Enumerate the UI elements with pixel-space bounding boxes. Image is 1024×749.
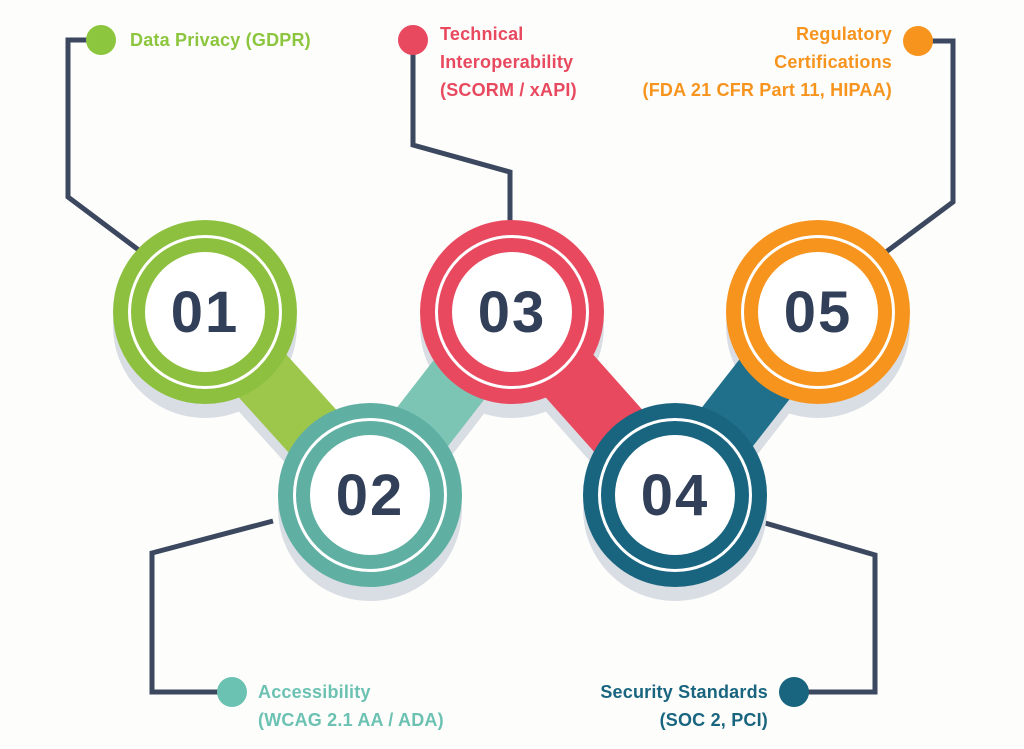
label-data-privacy: Data Privacy (GDPR) xyxy=(130,26,311,54)
legend-dot-regulatory-certifications xyxy=(903,26,933,56)
connector-data-privacy xyxy=(65,37,142,253)
circle-white-ring-04 xyxy=(598,418,752,572)
circle-ring-01: 01 xyxy=(113,220,297,404)
legend-dot-accessibility xyxy=(217,677,247,707)
step-circle-03: 03 xyxy=(420,220,604,404)
label-line: Certifications xyxy=(774,52,892,72)
step-circle-05: 05 xyxy=(726,220,910,404)
step-circle-01: 01 xyxy=(113,220,297,404)
connector-security-standards xyxy=(757,518,878,695)
circle-center-02: 02 xyxy=(310,435,430,555)
label-line: (SCORM / xAPI) xyxy=(440,80,577,100)
label-line: Regulatory xyxy=(795,24,892,44)
circle-white-ring-01 xyxy=(128,235,282,389)
circle-ring-05: 05 xyxy=(726,220,910,404)
circle-center-04: 04 xyxy=(615,435,735,555)
circle-ring-02: 02 xyxy=(278,403,462,587)
step-number-01: 01 xyxy=(170,279,240,345)
label-technical-interoperability: Technical Interoperability (SCORM / xAPI… xyxy=(440,20,577,104)
label-line: (WCAG 2.1 AA / ADA) xyxy=(258,710,444,730)
label-line: Security Standards xyxy=(600,682,768,702)
legend-dot-security-standards xyxy=(779,677,809,707)
label-line: Data Privacy (GDPR) xyxy=(130,30,311,50)
circle-white-ring-02 xyxy=(293,418,447,572)
circle-center-05: 05 xyxy=(758,252,878,372)
label-line: Accessibility xyxy=(258,682,371,702)
legend-dot-technical-interoperability xyxy=(398,25,428,55)
label-line: Technical xyxy=(440,24,524,44)
label-line: Interoperability xyxy=(440,52,574,72)
circle-white-ring-03 xyxy=(435,235,589,389)
step-number-05: 05 xyxy=(783,279,853,345)
circle-white-ring-05 xyxy=(741,235,895,389)
label-security-standards: Security Standards (SOC 2, PCI) xyxy=(600,678,768,734)
label-regulatory-certifications: Regulatory Certifications (FDA 21 CFR Pa… xyxy=(643,20,892,104)
circle-ring-04: 04 xyxy=(583,403,767,587)
connector-technical-interoperability xyxy=(410,40,513,224)
label-line: (FDA 21 CFR Part 11, HIPAA) xyxy=(642,80,892,100)
step-circle-04: 04 xyxy=(583,403,767,587)
circle-center-01: 01 xyxy=(145,252,265,372)
step-number-04: 04 xyxy=(640,462,710,528)
circle-center-03: 03 xyxy=(452,252,572,372)
legend-dot-data-privacy xyxy=(86,25,116,55)
label-accessibility: Accessibility (WCAG 2.1 AA / ADA) xyxy=(258,678,444,734)
step-number-03: 03 xyxy=(477,279,547,345)
step-number-02: 02 xyxy=(335,462,405,528)
circle-ring-03: 03 xyxy=(420,220,604,404)
label-line: (SOC 2, PCI) xyxy=(659,710,768,730)
connector-accessibility xyxy=(149,518,274,695)
step-circle-02: 02 xyxy=(278,403,462,587)
connector-regulatory-certifications xyxy=(884,38,956,255)
